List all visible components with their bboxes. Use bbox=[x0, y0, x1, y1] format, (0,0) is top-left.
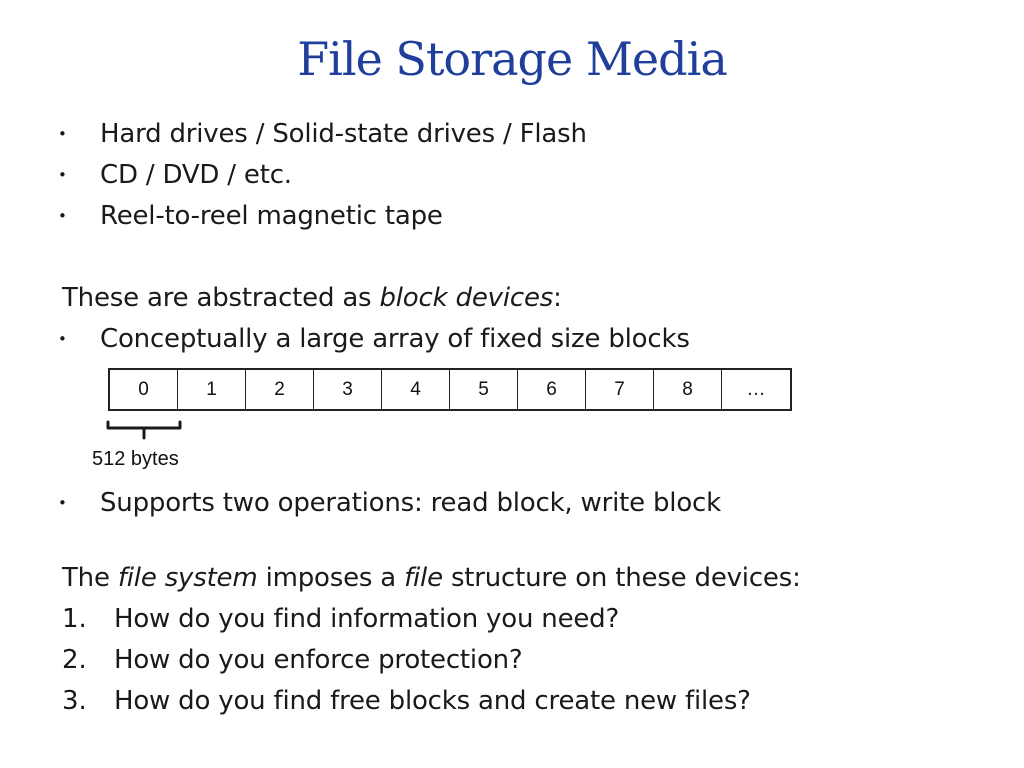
filesystem-intro-text: imposes a bbox=[257, 563, 405, 593]
filesystem-intro-text: structure on these devices: bbox=[442, 563, 801, 593]
block-array: 0 1 2 3 4 5 6 7 8 … bbox=[108, 368, 792, 411]
block-cell: 7 bbox=[586, 370, 654, 409]
filesystem-intro: The file system imposes a file structure… bbox=[62, 563, 801, 593]
block-size-brace bbox=[106, 420, 182, 440]
abstraction-intro: These are abstracted as block devices: bbox=[62, 283, 562, 313]
block-cell: 2 bbox=[246, 370, 314, 409]
media-bullet-1: Hard drives / Solid-state drives / Flash bbox=[100, 119, 587, 149]
filesystem-intro-emphasis: file bbox=[404, 563, 443, 593]
block-cell: 4 bbox=[382, 370, 450, 409]
block-cell: 0 bbox=[110, 370, 178, 409]
question-number: 3. bbox=[62, 686, 87, 716]
block-cell: 6 bbox=[518, 370, 586, 409]
bullet-dot: • bbox=[58, 166, 67, 184]
question-number: 1. bbox=[62, 604, 87, 634]
filesystem-intro-emphasis: file system bbox=[117, 563, 258, 593]
media-bullet-3: Reel-to-reel magnetic tape bbox=[100, 201, 443, 231]
block-size-label: 512 bytes bbox=[92, 448, 179, 470]
bullet-dot: • bbox=[58, 125, 67, 143]
question-2: How do you enforce protection? bbox=[114, 645, 523, 675]
block-cell: 1 bbox=[178, 370, 246, 409]
abstraction-bullet: Conceptually a large array of fixed size… bbox=[100, 324, 690, 354]
bullet-dot: • bbox=[58, 494, 67, 512]
question-1: How do you find information you need? bbox=[114, 604, 620, 634]
block-cell: 3 bbox=[314, 370, 382, 409]
bullet-dot: • bbox=[58, 330, 67, 348]
abstraction-intro-text: These are abstracted as bbox=[62, 283, 380, 313]
block-cell: 5 bbox=[450, 370, 518, 409]
filesystem-intro-text: The bbox=[62, 563, 118, 593]
abstraction-intro-emphasis: block devices bbox=[379, 283, 554, 313]
operations-bullet: Supports two operations: read block, wri… bbox=[100, 488, 721, 518]
media-bullet-2: CD / DVD / etc. bbox=[100, 160, 292, 190]
bullet-dot: • bbox=[58, 207, 67, 225]
question-number: 2. bbox=[62, 645, 87, 675]
question-3: How do you find free blocks and create n… bbox=[114, 686, 751, 716]
abstraction-intro-colon: : bbox=[553, 283, 562, 313]
slide-title: File Storage Media bbox=[297, 32, 728, 86]
block-cell: 8 bbox=[654, 370, 722, 409]
block-cell: … bbox=[746, 378, 766, 400]
